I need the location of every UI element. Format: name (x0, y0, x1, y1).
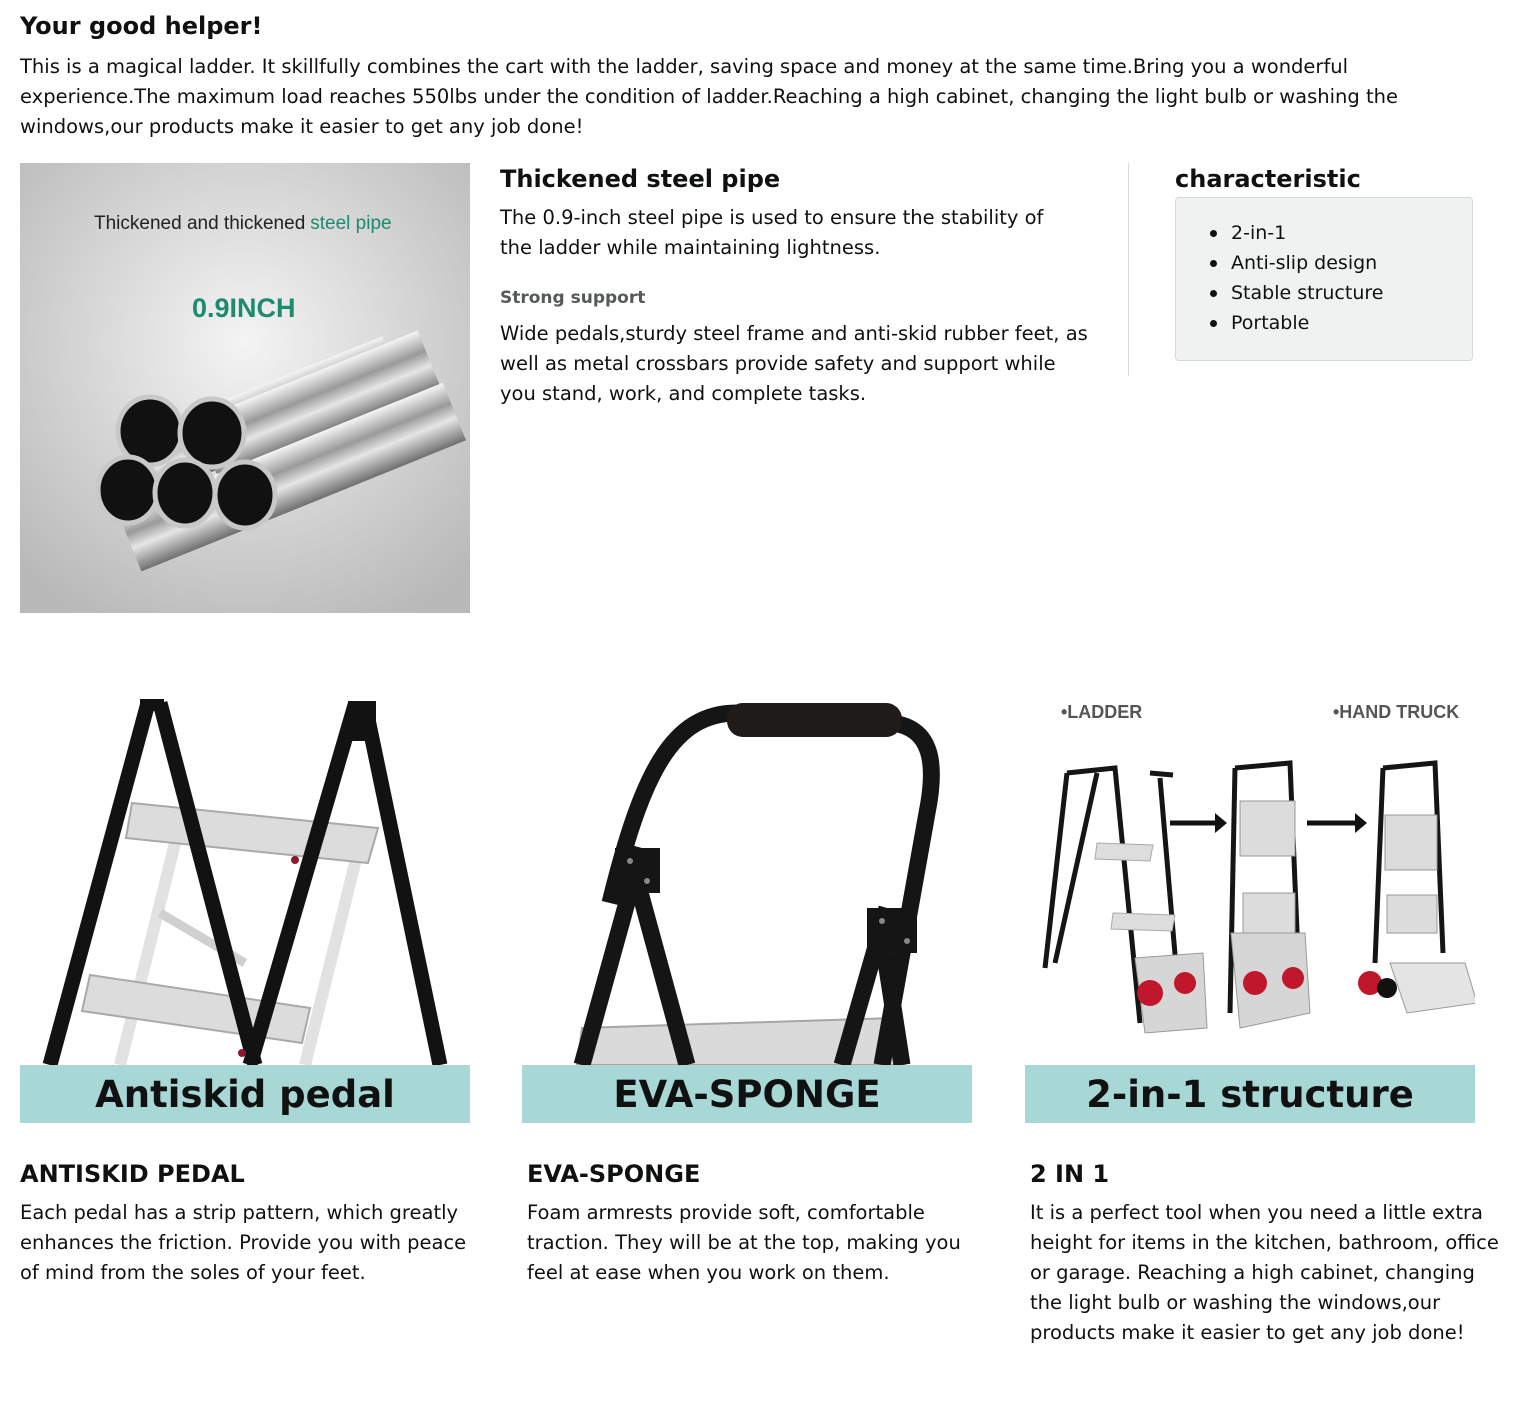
feature-title: 2 IN 1 (1030, 1160, 1110, 1188)
band-label: Antiskid pedal (95, 1072, 395, 1116)
band-label: 2-in-1 structure (1086, 1072, 1414, 1116)
vertical-divider (1128, 163, 1129, 376)
strong-support-title: Strong support (500, 288, 646, 308)
feature-desc: Foam armrests provide soft, comfortable … (527, 1201, 961, 1284)
characteristic-item: Anti-slip design (1210, 248, 1472, 278)
steel-pipe-title: Thickened steel pipe (500, 165, 781, 193)
characteristic-item: Stable structure (1210, 278, 1472, 308)
characteristic-box: 2-in-1 Anti-slip design Stable structure… (1175, 197, 1473, 361)
characteristic-list: 2-in-1 Anti-slip design Stable structure… (1210, 218, 1472, 338)
antiskid-pedal-image: Antiskid pedal (20, 683, 470, 1123)
eva-sponge-image: EVA-SPONGE (522, 683, 972, 1123)
feature-title: EVA-SPONGE (527, 1160, 701, 1188)
feature-2in1-text: 2 IN 1 It is a perfect tool when you nee… (1030, 1158, 1500, 1348)
two-in-one-image: •LADDER •HAND TRUCK (1025, 683, 1475, 1123)
feature-desc: It is a perfect tool when you need a lit… (1030, 1201, 1499, 1344)
pipe-size-label: 0.9INCH (192, 293, 296, 323)
characteristic-section: characteristic 2-in-1 Anti-slip design S… (1175, 163, 1473, 361)
feature-title: ANTISKID PEDAL (20, 1160, 245, 1188)
steel-pipe-text: The 0.9-inch steel pipe is used to ensur… (500, 206, 1044, 259)
band-label: EVA-SPONGE (613, 1072, 881, 1116)
steel-pipe-section: Thickened steel pipe The 0.9-inch steel … (500, 163, 1100, 409)
band-eva: EVA-SPONGE (522, 1065, 972, 1123)
intro-text: This is a magical ladder. It skillfully … (20, 55, 1398, 138)
feature-desc: Each pedal has a strip pattern, which gr… (20, 1201, 467, 1284)
feature-antiskid-text: ANTISKID PEDAL Each pedal has a strip pa… (20, 1158, 470, 1288)
intro-title: Your good helper! (20, 12, 263, 40)
characteristic-item: Portable (1210, 308, 1472, 338)
band-2in1: 2-in-1 structure (1025, 1065, 1475, 1123)
feature-eva-text: EVA-SPONGE Foam armrests provide soft, c… (527, 1158, 967, 1288)
ladder-label: •LADDER (1061, 702, 1142, 722)
strong-support-text: Wide pedals,sturdy steel frame and anti-… (500, 322, 1088, 405)
characteristic-title: characteristic (1175, 165, 1361, 193)
band-antiskid: Antiskid pedal (20, 1065, 470, 1123)
hand-truck-label: •HAND TRUCK (1333, 702, 1459, 722)
characteristic-item: 2-in-1 (1210, 218, 1472, 248)
